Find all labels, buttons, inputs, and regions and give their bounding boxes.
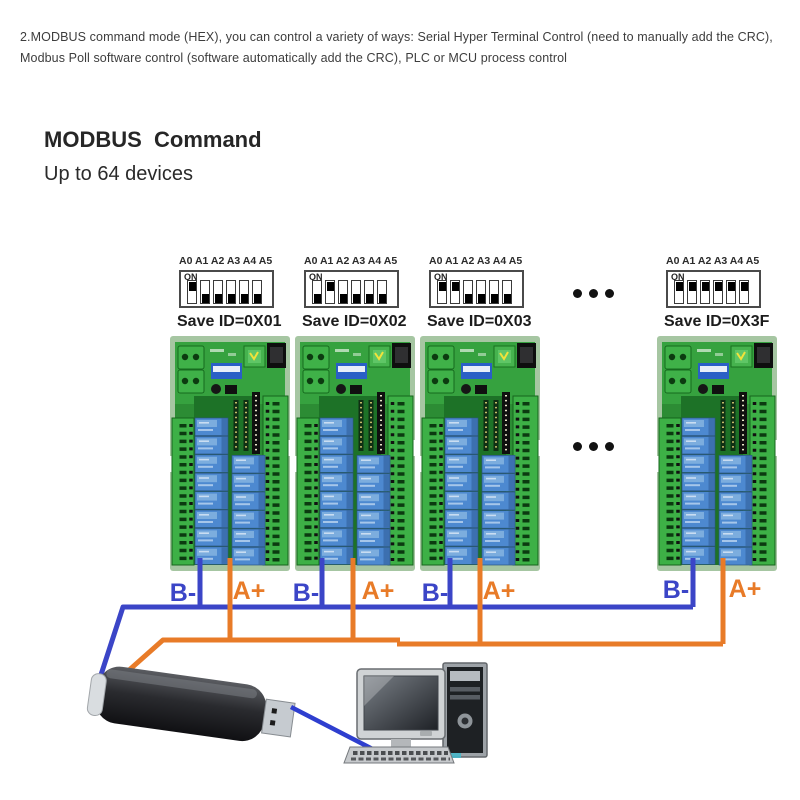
dip-switch xyxy=(187,280,197,304)
dip-switch xyxy=(450,280,460,304)
pc-cd-drive xyxy=(450,671,480,681)
dip-switch-row xyxy=(312,280,387,304)
dip-switch xyxy=(700,280,710,304)
b-minus-label-3: B- xyxy=(422,579,448,607)
dip-on-label: ON xyxy=(434,272,448,282)
dip-switch xyxy=(200,280,210,304)
dip-switch xyxy=(713,280,723,304)
monitor-screen xyxy=(363,675,439,731)
a-plus-label-3: A+ xyxy=(483,577,516,605)
dip-switch xyxy=(437,280,447,304)
pc-tower-front xyxy=(447,667,483,753)
dongle-highlight xyxy=(106,669,257,699)
dip-pin-labels: A0 A1 A2 A3 A4 A5 xyxy=(179,255,273,267)
dip-pin-labels: A0 A1 A2 A3 A4 A5 xyxy=(429,255,523,267)
monitor-button xyxy=(420,731,432,736)
more-devices-ellipsis xyxy=(573,289,614,298)
pc-tower-vent xyxy=(450,695,480,700)
usb-connector-hole xyxy=(271,708,278,714)
b-bus-line xyxy=(95,604,693,685)
a-plus-label-4: A+ xyxy=(729,575,762,603)
dip-switch xyxy=(674,280,684,304)
a-plus-label-2: A+ xyxy=(362,577,395,605)
pc-tower-led xyxy=(449,753,461,758)
dip-switch xyxy=(476,280,486,304)
dip-switch-row xyxy=(674,280,749,304)
save-id-label: Save ID=0X02 xyxy=(302,313,407,330)
dip-switch xyxy=(252,280,262,304)
dip-switch xyxy=(351,280,361,304)
dip-switch-block: ON xyxy=(429,270,524,308)
monitor-stand xyxy=(391,739,411,747)
rs485-b-bus xyxy=(95,558,696,685)
dip-on-label: ON xyxy=(184,272,198,282)
b-minus-label-2: B- xyxy=(293,579,319,607)
dip-switch xyxy=(325,280,335,304)
dip-switch-row xyxy=(437,280,512,304)
device-group-4: A0 A1 A2 A3 A4 A5 ON Save ID=0X3F xyxy=(657,255,777,571)
device-group-2: A0 A1 A2 A3 A4 A5 ON Save ID=0X02 xyxy=(295,255,415,571)
dip-pin-labels: A0 A1 A2 A3 A4 A5 xyxy=(666,255,760,267)
usb-connector xyxy=(261,698,296,738)
usb-connector-hole xyxy=(269,720,276,726)
dip-switch xyxy=(463,280,473,304)
save-id-label: Save ID=0X01 xyxy=(177,313,282,330)
intro-paragraph: 2.MODBUS command mode (HEX), you can con… xyxy=(20,30,773,65)
pc-power-button-center xyxy=(461,717,469,725)
dip-switch xyxy=(377,280,387,304)
device-group-3: A0 A1 A2 A3 A4 A5 ON Save ID=0X03 xyxy=(420,255,540,571)
dip-on-label: ON xyxy=(309,272,323,282)
device-group-1: A0 A1 A2 A3 A4 A5 ON Save ID=0X01 xyxy=(170,255,290,571)
dip-switch xyxy=(213,280,223,304)
dip-switch xyxy=(239,280,249,304)
save-id-label: Save ID=0X3F xyxy=(664,313,770,330)
dip-switch xyxy=(739,280,749,304)
dip-switch xyxy=(489,280,499,304)
dip-switch-block: ON xyxy=(666,270,761,308)
page-title: MODBUS Command xyxy=(44,127,262,152)
b-minus-label-4: B- xyxy=(663,576,689,604)
dip-switch-block: ON xyxy=(179,270,274,308)
b-minus-label-1: B- xyxy=(170,579,196,607)
save-id-label: Save ID=0X03 xyxy=(427,313,532,330)
dip-switch xyxy=(726,280,736,304)
dip-switch xyxy=(364,280,374,304)
desktop-computer xyxy=(343,662,488,764)
dip-switch xyxy=(312,280,322,304)
more-devices-ellipsis xyxy=(573,442,614,451)
a-plus-label-1: A+ xyxy=(233,577,266,605)
dip-switch xyxy=(226,280,236,304)
dip-switch-block: ON xyxy=(304,270,399,308)
dip-switch xyxy=(687,280,697,304)
usb-rs485-dongle xyxy=(86,666,296,742)
page-subtitle: Up to 64 devices xyxy=(44,163,193,185)
dip-switch xyxy=(338,280,348,304)
dongle-cap xyxy=(86,673,107,717)
dip-switch xyxy=(502,280,512,304)
dip-on-label: ON xyxy=(671,272,685,282)
pc-tower-vent xyxy=(450,687,480,692)
dip-pin-labels: A0 A1 A2 A3 A4 A5 xyxy=(304,255,398,267)
dip-switch-row xyxy=(187,280,262,304)
screen-glare xyxy=(364,676,394,706)
